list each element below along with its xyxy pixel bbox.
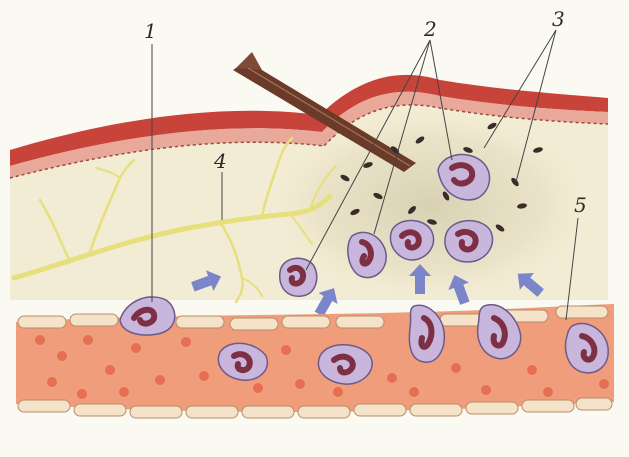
callout-1: 1	[144, 19, 157, 43]
callout-4: 4	[213, 149, 227, 173]
leukocyte	[280, 258, 317, 296]
callout-5: 5	[574, 193, 587, 217]
callout-2: 2	[423, 17, 437, 41]
blood-vessel	[16, 304, 614, 418]
callout-3: 3	[552, 7, 565, 31]
leukocyte	[390, 220, 433, 260]
leukocyte	[445, 221, 493, 262]
leukocyte	[318, 345, 372, 384]
